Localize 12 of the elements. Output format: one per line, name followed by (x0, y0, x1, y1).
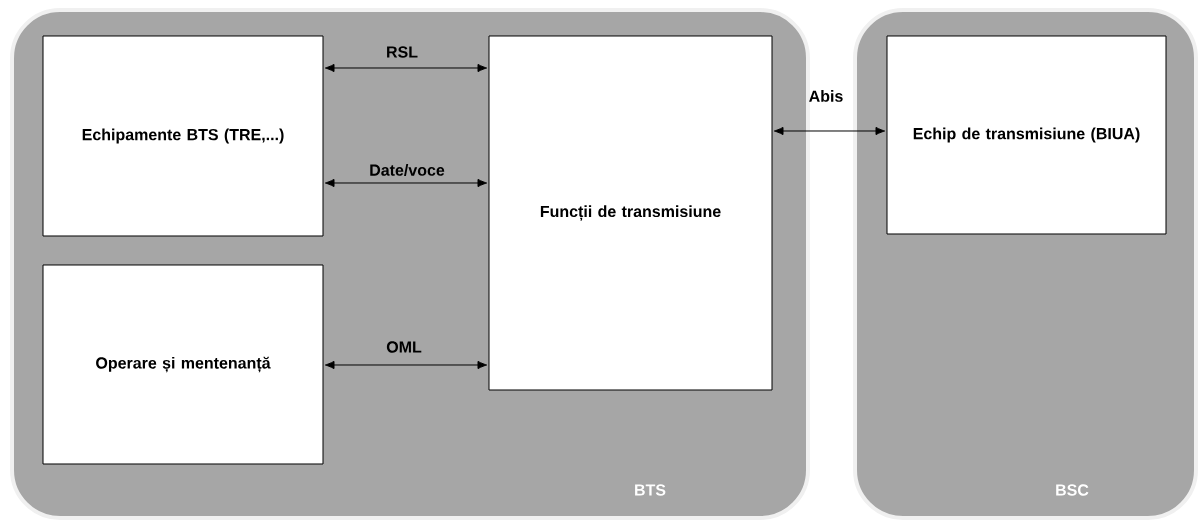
process-box: Echipamente BTS (TRE,...) (42, 35, 324, 237)
arrow (324, 360, 488, 370)
arrow (773, 126, 886, 136)
edge-label: Abis (809, 90, 843, 102)
edge-label: Date/voce (370, 164, 445, 176)
arrow (324, 63, 488, 73)
edge-label: RSL (387, 46, 418, 58)
process-box: Funcții de transmisiune (488, 35, 773, 391)
process-box: Operare și mentenanță (42, 264, 324, 465)
arrow (324, 178, 488, 188)
edge-label: OML (386, 341, 422, 353)
process-box: Echip de transmisiune (BIUA) (886, 35, 1167, 235)
